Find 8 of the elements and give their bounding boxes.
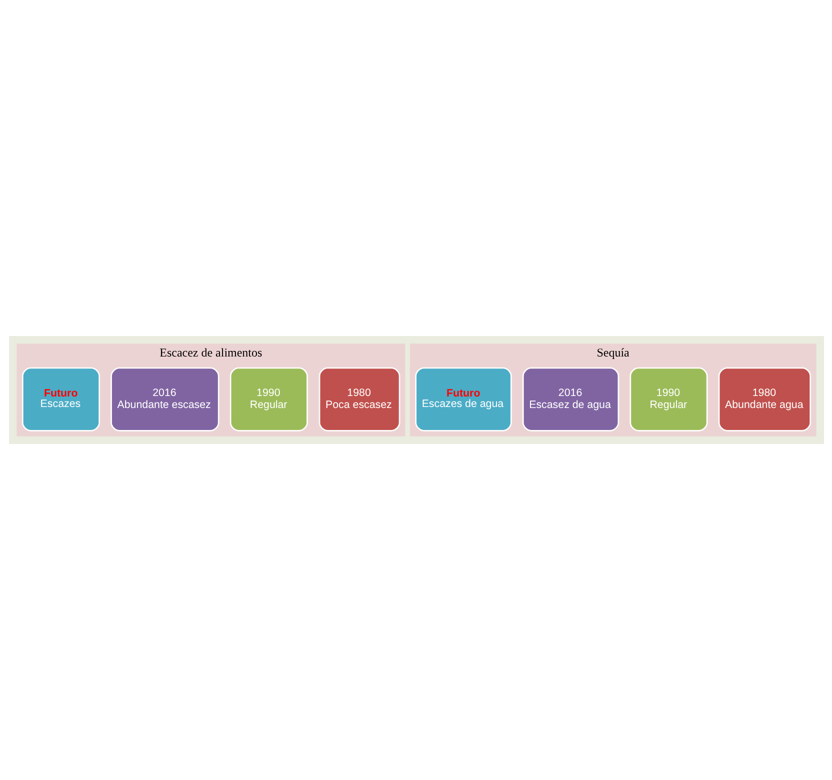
node-box: 1990 Regular	[629, 367, 708, 432]
node-box: 2016 Escasez de agua	[522, 367, 619, 432]
node-box: 1990 Regular	[229, 367, 308, 432]
node-box: 1980 Poca escasez	[318, 367, 400, 432]
node-box: Futuro Escazes	[22, 367, 100, 432]
node-box: Futuro Escazes de agua	[414, 367, 512, 432]
node-box: 1980 Abundante agua	[718, 367, 810, 432]
node-box: 2016 Abundante escasez	[110, 367, 219, 432]
